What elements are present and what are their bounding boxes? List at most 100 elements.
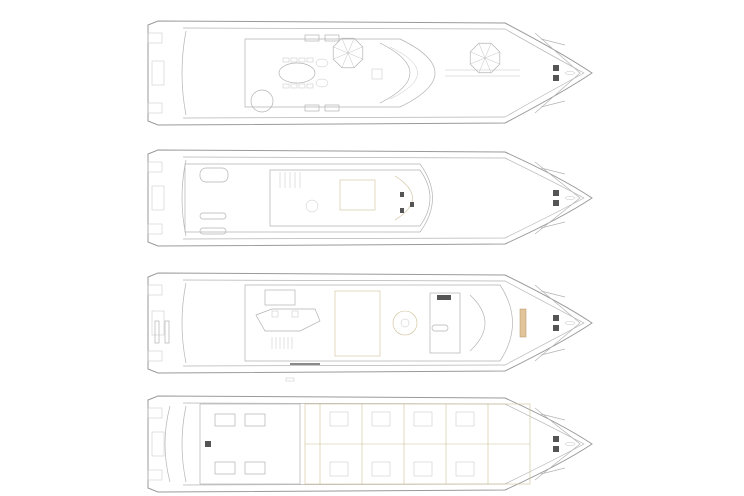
umbrella-rib (333, 46, 363, 60)
jetski (199, 227, 227, 235)
sunlounger (324, 34, 340, 42)
tender (199, 167, 229, 183)
crew-bunk (214, 413, 236, 427)
hull-outline (147, 149, 593, 247)
bow-hatch (564, 71, 576, 75)
transom-curve (181, 30, 187, 116)
dining-table-round (392, 310, 418, 336)
stern-step (147, 223, 163, 235)
windlass-icon (553, 200, 559, 206)
jacuzzi (250, 89, 274, 113)
hull-outline (147, 272, 593, 374)
mooring-line (540, 100, 566, 108)
cabin-bed (455, 411, 475, 427)
sunlounger (304, 34, 320, 42)
boat-deck (184, 163, 433, 233)
engine-icon (205, 441, 211, 447)
stern-step (147, 32, 163, 44)
foredeck (534, 407, 581, 481)
bathtub-icon (431, 324, 449, 332)
dining-chair (306, 83, 314, 89)
jetski-stern (154, 320, 160, 344)
umbrella-rib (470, 51, 500, 65)
windlass-icon (553, 325, 559, 331)
deck-edge (182, 402, 585, 486)
dining-chair (282, 83, 290, 89)
mooring-line (540, 348, 566, 356)
windlass-icon (553, 190, 559, 196)
cabin-bed (413, 411, 433, 427)
crew-bunk (214, 461, 236, 475)
bow-hatch (564, 196, 576, 200)
windscreen-curve (379, 42, 411, 104)
deck-plan-4 (147, 395, 593, 493)
windlass-icon (553, 75, 559, 81)
stern-step (147, 350, 163, 362)
dining-chair (282, 57, 290, 63)
saloon-sofa (255, 308, 321, 332)
shower-grate (437, 295, 451, 300)
mooring-line (540, 38, 566, 46)
stern-step (147, 284, 163, 296)
foredeck (534, 284, 581, 362)
dining-chair (290, 57, 298, 63)
table-center (400, 318, 410, 328)
stern-step (147, 469, 163, 481)
dining-table (278, 62, 316, 84)
table (305, 199, 319, 213)
stern-locker (151, 60, 165, 86)
windlass-icon (553, 315, 559, 321)
sky-lounge (339, 179, 376, 211)
dining-chair (290, 83, 298, 89)
helm-chair-icon (400, 192, 404, 197)
windlass-icon (553, 446, 559, 452)
cabin-bed (413, 461, 433, 477)
windlass-icon (553, 436, 559, 442)
cabin-bed (329, 411, 349, 427)
stern-locker (151, 310, 165, 336)
wooden-stairs (519, 308, 527, 338)
side-table (315, 78, 329, 88)
mooring-line (540, 413, 566, 421)
deck-plan-1 (147, 20, 593, 126)
mooring-line (540, 290, 566, 298)
deck-plan-3 (147, 272, 593, 382)
dock-marker (285, 377, 295, 382)
crew-bunk (244, 413, 266, 427)
sunlounger (324, 104, 340, 112)
deck-edge (182, 27, 585, 119)
bridge (394, 175, 413, 221)
stern-step (147, 161, 163, 173)
galley (334, 290, 381, 357)
stern-step (147, 102, 163, 114)
mooring-line (540, 467, 566, 475)
sunlounger (304, 104, 320, 112)
dining-chair (298, 83, 306, 89)
crew-area (199, 403, 301, 485)
transom-curve (181, 282, 187, 364)
cabin-bed (455, 461, 475, 477)
deck-house (269, 169, 431, 227)
bar-counter (264, 289, 296, 306)
owner-bathroom (429, 292, 461, 354)
ottoman (271, 310, 279, 318)
crew-bunk (244, 461, 266, 475)
upper-deck-house (244, 38, 436, 108)
cabin-bed (329, 461, 349, 477)
jetski (199, 212, 227, 220)
bow-hatch (564, 321, 576, 325)
stern-locker (151, 431, 165, 457)
windscreen-curve (389, 46, 418, 100)
hull-outline (147, 20, 593, 126)
helm-chair-icon (400, 208, 404, 213)
main-deck-house (244, 284, 513, 362)
dining-chair (306, 57, 314, 63)
helm-chair-icon (410, 202, 414, 207)
bow-hatch (564, 442, 576, 446)
console (371, 68, 383, 80)
mooring-line (540, 167, 566, 175)
windlass-icon (553, 65, 559, 71)
beach-club-curve (164, 405, 171, 483)
side-table (315, 58, 329, 68)
